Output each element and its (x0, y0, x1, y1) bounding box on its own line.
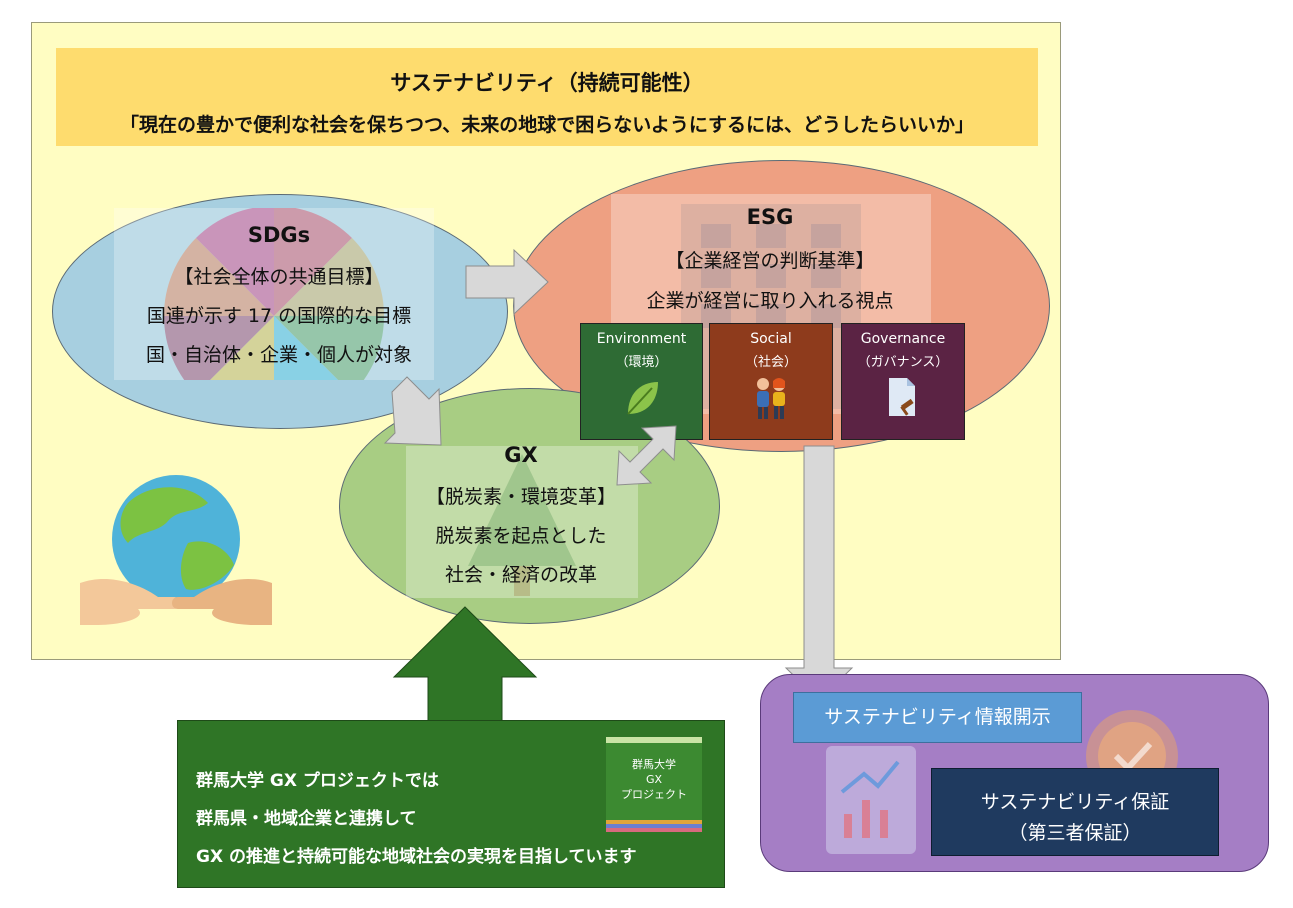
governance-card-title: Governance (860, 331, 946, 347)
gx-line1: 脱炭素を起点とした (435, 525, 607, 547)
gx-project-line2: 群馬県・地域企業と連携して (196, 809, 417, 829)
sdgs-to-esg-arrow (465, 248, 549, 316)
environment-card-title: Environment (596, 331, 687, 347)
environment-card-sub: （環境） (615, 355, 668, 370)
document-gavel-icon (889, 378, 915, 416)
gx-project-line3: GX の推進と持続可能な地域社会の実現を目指しています (196, 847, 637, 867)
gx-title: GX (504, 443, 538, 467)
banner-subtitle: 「現在の豊かで便利な社会を保ちつつ、未来の地球で困らないようにするには、どうした… (119, 114, 975, 136)
earth-in-hands-icon (80, 475, 272, 625)
banner-title: サステナビリティ（持続可能性） (390, 71, 704, 95)
esg-line1: 企業が経営に取り入れる視点 (646, 290, 894, 312)
logo-line1: 群馬大学 (632, 758, 676, 771)
gx-line2: 社会・経済の改革 (444, 564, 597, 586)
governance-card-sub: （ガバナンス） (857, 355, 949, 370)
tree-watermark-icon (406, 446, 638, 598)
assurance-line1: サステナビリティ保証 (980, 791, 1170, 813)
social-card: Social （社会） (709, 323, 833, 440)
leaf-icon (626, 382, 658, 415)
sdgs-wheel-watermark-icon (114, 208, 434, 380)
people-icon (757, 378, 785, 419)
esg-gx-double-arrow (616, 425, 677, 486)
logo-line2: GX (645, 773, 663, 786)
sdgs-ellipse (52, 194, 508, 429)
esg-title: ESG (746, 205, 794, 229)
sdgs-title: SDGs (247, 223, 311, 247)
gx-project-line1: 群馬大学 GX プロジェクトでは (196, 771, 439, 791)
logo-line3: プロジェクト (621, 788, 687, 801)
gx-project-up-arrow (392, 606, 538, 724)
assurance-line2: （第三者保証） (1008, 822, 1142, 844)
sustainability-assurance-box: サステナビリティ保証 （第三者保証） (931, 768, 1219, 856)
social-card-title: Social (750, 331, 792, 347)
title-banner (56, 48, 1038, 146)
social-card-sub: （社会） (744, 355, 797, 370)
sustainability-disclosure-box: サステナビリティ情報開示 (793, 692, 1082, 743)
governance-card: Governance （ガバナンス） (841, 323, 965, 440)
gx-category: 【脱炭素・環境変革】 (425, 486, 616, 508)
environment-card: Environment （環境） (580, 323, 703, 440)
esg-category: 【企業経営の判断基準】 (665, 250, 875, 272)
esg-to-disclosure-arrow (784, 445, 854, 701)
sdgs-line1: 国連が示す 17 の国際的な目標 (146, 305, 412, 327)
sdgs-category: 【社会全体の共通目標】 (174, 266, 384, 288)
gx-project-logo: 群馬大学 GX プロジェクト (606, 737, 702, 832)
report-chart-watermark-icon (826, 746, 916, 854)
sdgs-to-gx-arrow (383, 376, 442, 446)
sdgs-line2: 国・自治体・企業・個人が対象 (145, 344, 412, 366)
